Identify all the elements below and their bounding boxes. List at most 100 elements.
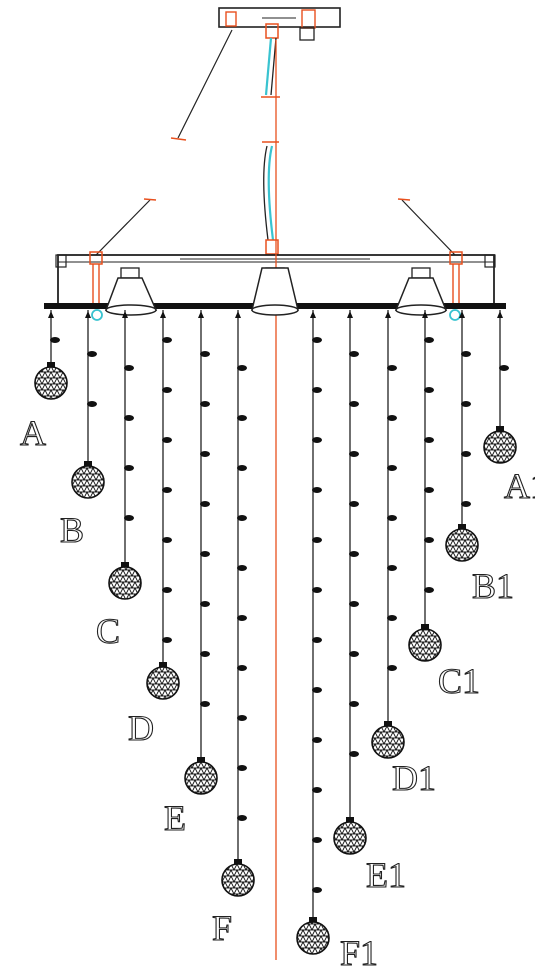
pendant-label-c1: C1 [438,661,480,701]
crystal-bead [87,351,97,357]
crystal-ball [371,725,405,759]
chandelier-frame [44,40,506,960]
crystal-bead [162,437,172,443]
ball-cap [458,524,466,530]
crystal-bead [162,337,172,343]
strand-hook [497,311,503,318]
strand-hook [235,311,241,318]
crystal-bead [237,615,247,621]
pendant-strand-a [34,310,68,400]
crystal-ball [296,921,330,955]
crystal-bead [200,501,210,507]
pendant-label-b: B [60,510,84,550]
crystal-bead [162,387,172,393]
crystal-bead [387,615,397,621]
crystal-bead [124,415,134,421]
crystal-bead [387,415,397,421]
crystal-bead [124,515,134,521]
ball-cap [309,917,317,923]
crystal-bead [237,465,247,471]
crystal-bead [312,837,322,843]
crystal-bead [200,601,210,607]
crystal-bead [200,451,210,457]
crystal-bead [424,537,434,543]
crystal-bead [237,765,247,771]
strand-hook [422,311,428,318]
crystal-bead [312,537,322,543]
crystal-bead [424,487,434,493]
crystal-ball [483,430,517,464]
crystal-bead [312,337,322,343]
crystal-ball [146,666,180,700]
ball-cap [159,662,167,668]
pendant-label-f1: F1 [340,933,378,968]
ball-cap [234,859,242,865]
crystal-bead [312,687,322,693]
crystal-bead [312,387,322,393]
ball-cap [197,757,205,763]
pendant-label-e: E [164,798,186,838]
strand-hook [347,311,353,318]
pendant-strand-c1 [408,310,442,662]
crystal-bead [312,737,322,743]
crystal-bead [162,537,172,543]
pendant-label-a: A [20,413,46,453]
ball-cap [384,721,392,727]
crystal-bead [237,365,247,371]
crystal-ball [34,366,68,400]
crystal-bead [237,515,247,521]
strand-hook [48,311,54,318]
crystal-bead [461,451,471,457]
suspension-cables [95,29,456,256]
crystal-bead [50,337,60,343]
crystal-bead [237,715,247,721]
crystal-bead [200,551,210,557]
spot-lamp-left [104,267,158,316]
crystal-bead [349,601,359,607]
strand-hook [85,311,91,318]
crystal-ball [333,821,367,855]
crystal-bead [200,401,210,407]
pendant-strand-f1 [296,310,330,955]
pendant-strands [34,310,517,955]
ball-cap [421,624,429,630]
strand-hook [122,311,128,318]
ball-cap [47,362,55,368]
ball-cap [496,426,504,432]
strand-hook [160,311,166,318]
pendant-strand-b [71,310,105,499]
ball-cap [346,817,354,823]
crystal-bead [312,887,322,893]
crystal-bead [349,451,359,457]
pendant-label-d1: D1 [392,758,436,798]
crystal-bead [87,401,97,407]
crystal-bead [237,665,247,671]
pendant-strand-e1 [333,310,367,855]
crystal-bead [124,365,134,371]
crystal-bead [349,351,359,357]
pendant-strand-a1 [483,310,517,464]
crystal-bead [461,401,471,407]
crystal-bead [349,401,359,407]
pendant-strand-e [184,310,218,795]
crystal-bead [349,501,359,507]
crystal-bead [162,637,172,643]
pendant-strand-d [146,310,180,700]
crystal-bead [424,387,434,393]
crystal-bead [200,651,210,657]
crystal-bead [461,501,471,507]
crystal-bead [461,351,471,357]
crystal-bead [200,351,210,357]
crystal-bead [349,751,359,757]
crystal-bead [162,487,172,493]
pendant-strand-f [221,310,255,897]
pendant-label-c: C [96,611,120,651]
pendant-strand-c [108,310,142,600]
crystal-bead [387,665,397,671]
crystal-bead [237,815,247,821]
crystal-bead [387,365,397,371]
crystal-bead [424,337,434,343]
pendant-label-d: D [128,708,154,748]
crystal-ball [445,528,479,562]
